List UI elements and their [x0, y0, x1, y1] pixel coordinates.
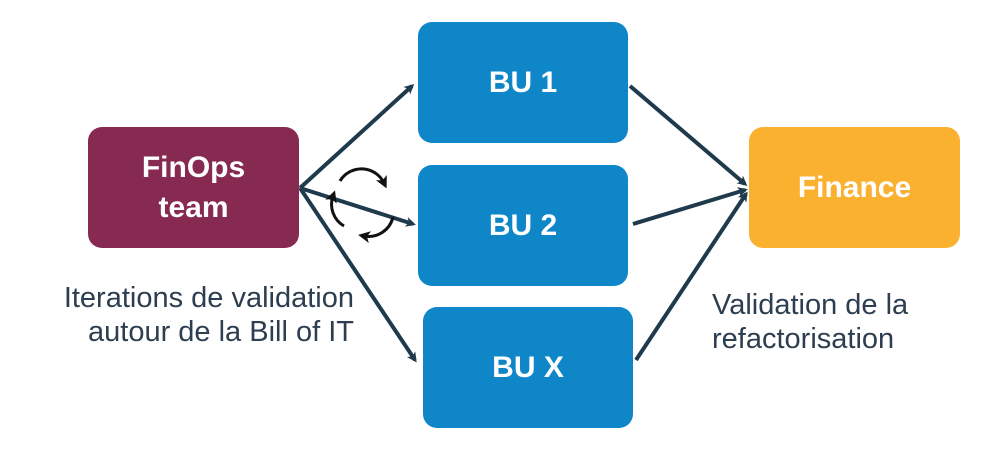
validation-caption: Validation de la refactorisation — [712, 288, 982, 356]
iterations-caption-line1: Iterations de validation — [63, 282, 354, 314]
arrow-bu2-to-finance — [632, 187, 748, 226]
arrow-bux-to-finance — [634, 191, 748, 362]
arrow-finops-to-bu1 — [298, 83, 415, 190]
bu2-label: BU 2 — [488, 208, 558, 242]
iterations-caption: Iterations de validation autour de la Bi… — [14, 281, 354, 349]
finops-team-label-line2: team — [158, 190, 229, 224]
bu1-node: BU 1 — [418, 22, 628, 143]
bux-label: BU X — [492, 350, 564, 384]
refresh-cycle-icon — [325, 167, 395, 244]
bu1-label: BU 1 — [488, 65, 558, 99]
finance-label: Finance — [797, 170, 912, 204]
validation-caption-line2: refactorisation — [712, 323, 895, 355]
finance-node: Finance — [749, 127, 960, 248]
arrow-finops-to-bu2 — [299, 186, 416, 227]
bu2-node: BU 2 — [418, 165, 628, 286]
bux-node: BU X — [423, 307, 633, 428]
arrow-finops-to-bux — [298, 186, 417, 363]
finops-team-label-line1: FinOps — [141, 150, 246, 184]
validation-caption-line1: Validation de la — [712, 289, 909, 321]
arrow-bu1-to-finance — [628, 84, 748, 186]
finops-team-node: FinOps team — [88, 127, 299, 248]
iterations-caption-line2: autour de la Bill of IT — [88, 316, 354, 348]
